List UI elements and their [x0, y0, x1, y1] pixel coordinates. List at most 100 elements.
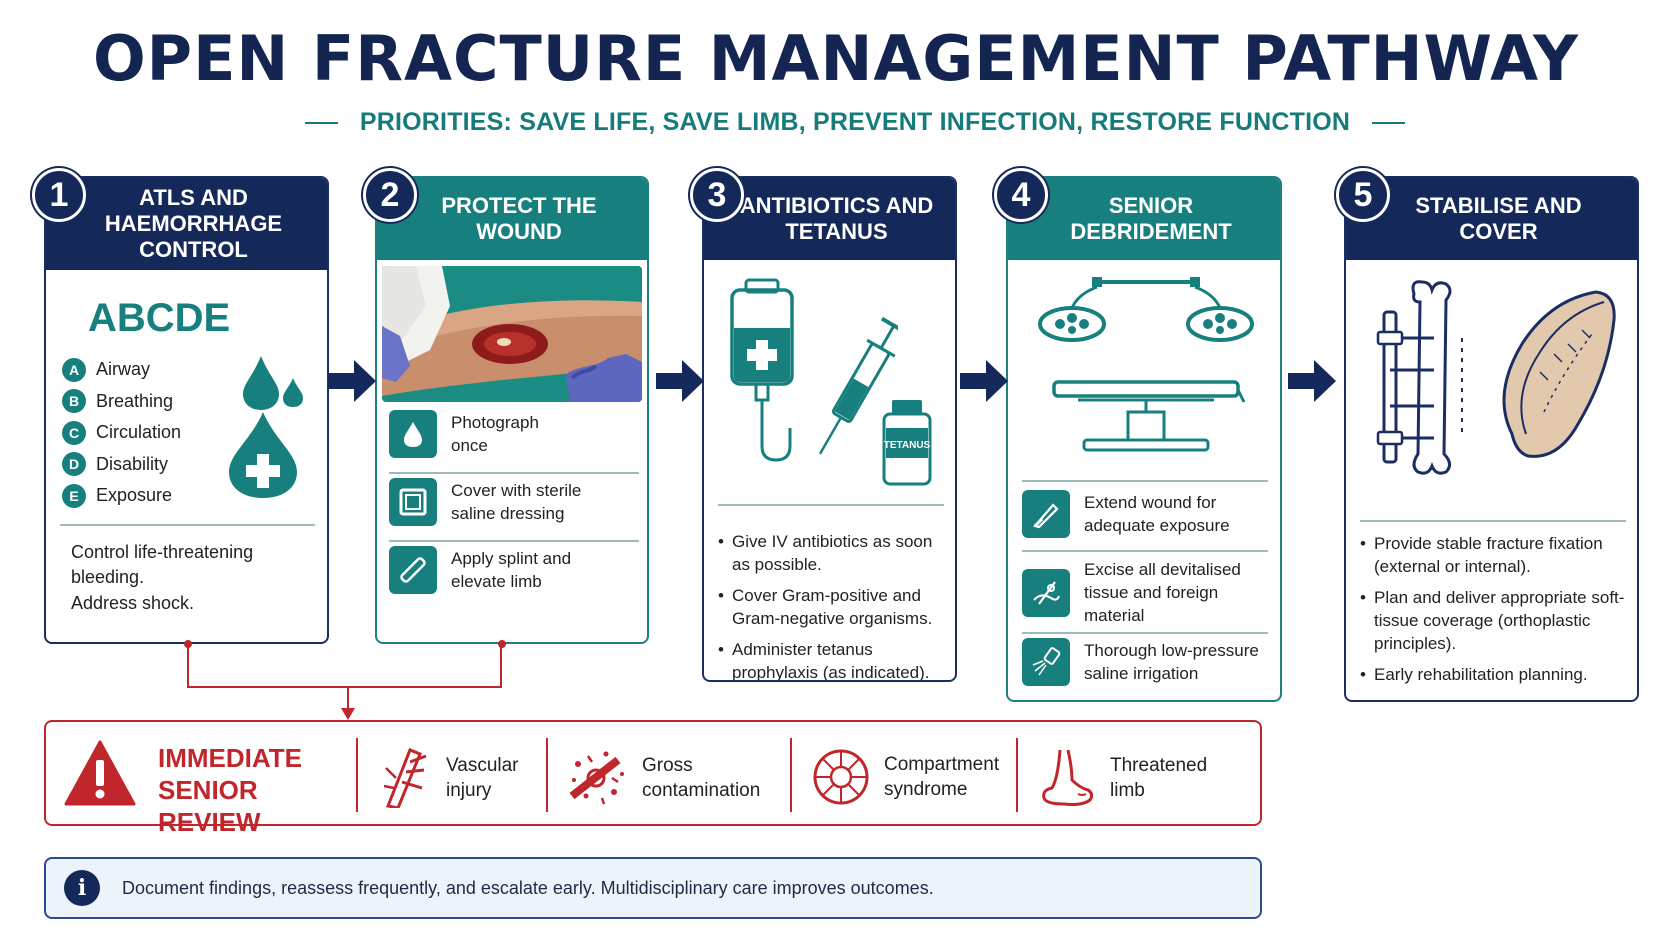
step-2-item-3: Apply splint and elevate limb — [389, 546, 639, 594]
step-5-title: STABILISE AND COVER — [1346, 178, 1637, 260]
step-1-text-2: Address shock. — [71, 593, 195, 613]
wound-photo — [382, 266, 642, 402]
step-4-card: SENIOR DEBRIDEMENT Extend wound for adeq… — [1006, 176, 1282, 702]
step-4-item-1-text: Extend wound for adequate exposure — [1084, 493, 1230, 535]
alert-item-label: Vascular injury — [446, 755, 519, 801]
step-3-card: ANTIBIOTICS AND TETANUS TETANUS Give IV … — [702, 176, 957, 682]
list-item: Early rehabilitation planning. — [1360, 663, 1628, 686]
alert-item-compartment: Compartment syndrome — [812, 748, 1004, 806]
step-5-card: STABILISE AND COVER Provide stable fract… — [1344, 176, 1639, 702]
alert-item-label: Threatened limb — [1110, 755, 1208, 801]
flow-arrow-3-icon — [960, 360, 1008, 402]
immediate-senior-review-panel: IMMEDIATE SENIOR REVIEW Vascular injury … — [44, 720, 1262, 837]
alert-item-vascular: Vascular injury — [380, 748, 526, 808]
gross-contamination-icon — [569, 751, 624, 805]
info-bar: i Document findings, reassess frequently… — [44, 857, 1262, 919]
divider — [1016, 738, 1018, 812]
list-item: Give IV antibiotics as soon as possible. — [718, 530, 952, 576]
divider — [718, 504, 944, 506]
list-item: Administer tetanus prophylaxis (as indic… — [718, 638, 952, 680]
step-1-title: ATLS AND HAEMORRHAGE CONTROL — [46, 178, 327, 270]
step-4-item-2: Excise all devitalised tissue and foreig… — [1022, 558, 1272, 627]
step-2-item-2-text: Cover with sterile saline dressing — [451, 481, 582, 523]
step-5-bullets: Provide stable fracture fixation (extern… — [1360, 532, 1628, 694]
divider — [356, 738, 358, 812]
page-title: OPEN FRACTURE MANAGEMENT PATHWAY — [92, 22, 1580, 95]
abcde-letter: B — [62, 389, 86, 414]
alert-item-label: Compartment syndrome — [884, 754, 1000, 800]
step-4-item-3-text: Thorough low-pressure saline irrigation — [1084, 641, 1259, 683]
info-icon: i — [64, 870, 100, 906]
review-connector-stem — [347, 688, 349, 712]
blood-drop-cross-icon — [229, 356, 303, 498]
step-2-item-1-text: Photograph once — [451, 413, 539, 455]
divider — [389, 540, 639, 542]
iv-bag-icon — [730, 278, 794, 462]
surgical-lights-icon — [1038, 277, 1254, 342]
connector-dot — [498, 640, 506, 648]
step-2-item-1: Photograph once — [389, 410, 639, 458]
step-2-item-3-text: Apply splint and elevate limb — [451, 549, 572, 591]
step-2-item-2: Cover with sterile saline dressing — [389, 478, 639, 526]
step-3-badge: 3 — [690, 168, 744, 222]
abcde-heading: ABCDE — [88, 296, 231, 340]
divider — [1022, 480, 1268, 482]
list-item: Plan and deliver appropriate soft-tissue… — [1360, 586, 1628, 655]
external-fixator-bone-icon — [1376, 280, 1463, 475]
step-4-item-3: Thorough low-pressure saline irrigation — [1022, 638, 1272, 686]
abcde-letter: C — [62, 420, 86, 445]
abcde-label: Disability — [96, 453, 169, 474]
step-4-title: SENIOR DEBRIDEMENT — [1008, 178, 1280, 260]
subtitle-rule-right — [1372, 121, 1406, 124]
step-4-item-1: Extend wound for adequate exposure — [1022, 490, 1272, 538]
flow-arrow-2-icon — [656, 360, 704, 402]
abcde-letter: E — [62, 483, 86, 508]
syringe-icon — [818, 316, 898, 455]
tetanus-vial-icon: TETANUS — [882, 400, 932, 486]
dressing-square-icon — [389, 478, 437, 526]
flow-arrow-4-icon — [1288, 360, 1336, 402]
step-2-card: PROTECT THE WOUND Photograph once Cover … — [375, 176, 649, 644]
alert-item-threatened-limb: Threatened limb — [1038, 748, 1208, 808]
step-4-badge: 4 — [994, 168, 1048, 222]
divider — [1022, 632, 1268, 634]
list-item: C Circulation — [62, 417, 181, 449]
compartment-syndrome-icon — [813, 749, 869, 805]
vascular-injury-icon — [383, 748, 427, 808]
scalpel-icon — [1022, 490, 1070, 538]
alert-title: IMMEDIATE SENIOR REVIEW — [158, 743, 302, 837]
subtitle: PRIORITIES: SAVE LIFE, SAVE LIMB, PREVEN… — [359, 108, 1351, 136]
connector-arrowhead-icon — [341, 708, 355, 720]
subtitle-rule-left — [305, 121, 338, 124]
divider — [1022, 550, 1268, 552]
flow-arrow-1-icon — [328, 360, 376, 402]
operating-table-icon — [1052, 380, 1246, 452]
excision-icon — [1022, 568, 1070, 617]
irrigation-icon — [1022, 638, 1070, 686]
divider — [389, 472, 639, 474]
abcde-label: Circulation — [96, 422, 182, 443]
review-connector-line — [187, 644, 502, 688]
list-item: E Exposure — [62, 480, 181, 512]
abcde-label: Airway — [96, 359, 151, 380]
divider — [1360, 520, 1626, 522]
vial-label: TETANUS — [884, 440, 931, 451]
warning-triangle-icon — [64, 740, 136, 806]
step-1-text-1: Control life-threatening bleeding. — [71, 542, 254, 587]
divider — [790, 738, 792, 812]
water-drop-icon — [389, 410, 437, 458]
info-text: Document findings, reassess frequently, … — [122, 877, 934, 898]
alert-item-contamination: Gross contamination — [566, 748, 772, 808]
step-1-badge: 1 — [32, 168, 86, 222]
step-3-bullets: Give IV antibiotics as soon as possible.… — [718, 530, 952, 680]
splint-icon — [389, 546, 437, 594]
abcde-label: Exposure — [96, 485, 173, 506]
soft-tissue-flap-icon — [1502, 290, 1616, 458]
step-3-title: ANTIBIOTICS AND TETANUS — [704, 178, 955, 260]
list-item: Provide stable fracture fixation (extern… — [1360, 532, 1628, 578]
list-item: Cover Gram-positive and Gram-negative or… — [718, 584, 952, 630]
